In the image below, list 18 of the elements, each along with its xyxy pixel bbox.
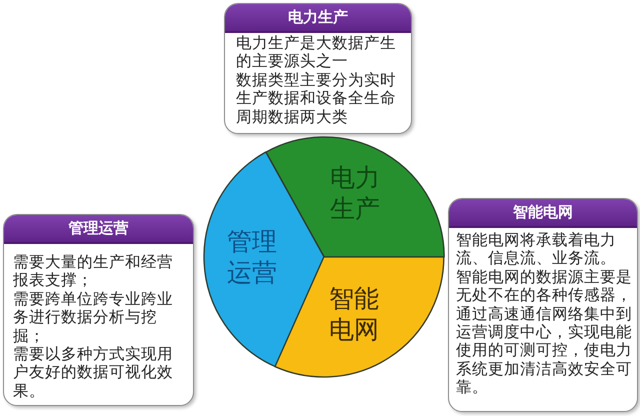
segment-label: 电力生产: [328, 162, 381, 224]
info-card: [448, 198, 638, 412]
card-header: 管理运营: [4, 215, 193, 244]
segment-label: 智能电网: [328, 282, 380, 346]
body-text: 需要跨单位跨专业跨业务进行数据分析与挖掘；: [13, 290, 174, 346]
body-text: 数据类型主要分为实时生产数据和设备全生命周期数据两大类: [236, 70, 397, 126]
info-card: [3, 214, 194, 406]
pie-segment: [275, 257, 444, 377]
body-text: 需要大量的生产和经营报表支撑；: [13, 253, 174, 290]
card-header: 电力生产: [225, 4, 411, 33]
card-header: 智能电网: [449, 199, 637, 228]
body-text: 需要以多种方式实现用户友好的数据可视化效果。: [13, 345, 174, 400]
segment-label: 管理运营: [226, 226, 278, 288]
pie-segment: [204, 152, 324, 367]
body-text: 电力生产是大数据产生的主要源头之一: [236, 34, 397, 71]
body-text: 智能电网的数据源主要是无处不在的各种传感器，通过高速通信网络集中到运营调度中心，实现电能使用的可测可控，使电力系统更加清洁高效安全可靠。: [456, 268, 633, 397]
info-card: [224, 3, 412, 134]
body-text: 智能电网将承载着电力流、信息流、业务流。: [456, 231, 617, 268]
